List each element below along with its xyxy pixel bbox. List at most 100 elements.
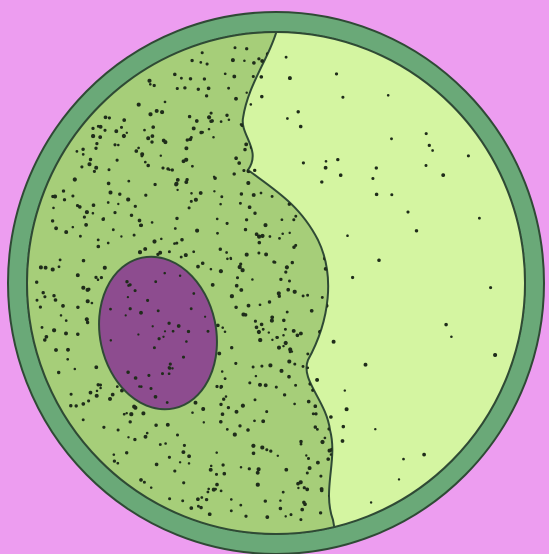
granule — [225, 395, 228, 398]
granule — [64, 230, 68, 234]
granule — [240, 192, 243, 195]
granule — [222, 463, 225, 466]
granule — [188, 206, 191, 209]
granule — [248, 381, 251, 384]
granule — [116, 159, 119, 162]
granule — [91, 302, 94, 305]
granule — [286, 311, 289, 314]
granule — [195, 229, 199, 233]
nucleus-granule — [164, 330, 166, 332]
granule — [64, 331, 68, 335]
granule — [280, 369, 284, 373]
granule — [215, 451, 218, 454]
granule — [134, 205, 137, 208]
granule — [206, 62, 209, 65]
granule — [264, 223, 268, 227]
granule — [192, 250, 195, 253]
granule — [175, 217, 178, 220]
granule — [159, 443, 162, 446]
granule — [233, 433, 237, 437]
nucleus-granule — [149, 387, 152, 390]
granule — [196, 497, 200, 501]
granule — [217, 352, 221, 356]
granule — [364, 363, 368, 367]
granule — [97, 239, 100, 242]
granule — [138, 219, 142, 223]
granule — [302, 161, 305, 164]
granule — [299, 480, 303, 484]
nucleus-granule — [161, 372, 164, 375]
granule — [326, 457, 330, 461]
granule — [199, 61, 202, 64]
granule — [209, 468, 213, 472]
granule — [199, 191, 203, 195]
granule — [282, 319, 285, 322]
nucleus-granule — [185, 340, 188, 343]
granule — [252, 193, 256, 197]
nucleus-granule — [129, 283, 132, 286]
granule — [168, 250, 171, 253]
granule — [139, 224, 142, 227]
granule — [144, 161, 147, 164]
granule — [97, 383, 100, 386]
granule — [302, 365, 305, 368]
granule — [95, 394, 99, 398]
nucleus-granule — [125, 280, 128, 283]
granule — [248, 467, 251, 470]
granule — [208, 128, 211, 131]
granule — [223, 472, 227, 476]
granule — [265, 410, 268, 413]
granule — [220, 120, 223, 123]
granule — [233, 172, 236, 175]
granule — [478, 217, 481, 220]
granule — [155, 109, 159, 113]
granule — [44, 266, 48, 270]
granule — [123, 413, 126, 416]
granule — [189, 506, 193, 510]
granule — [219, 203, 222, 206]
granule — [227, 406, 230, 409]
granule — [299, 518, 302, 521]
granule — [306, 472, 309, 475]
granule — [144, 435, 148, 439]
granule — [285, 265, 289, 269]
granule — [227, 87, 230, 90]
granule — [279, 278, 282, 281]
granule — [168, 456, 171, 459]
granule — [133, 438, 136, 441]
granule — [143, 247, 147, 251]
granule — [103, 266, 107, 270]
granule — [59, 258, 62, 261]
granule — [171, 168, 174, 171]
granule — [113, 143, 116, 146]
granule — [212, 136, 215, 139]
granule — [87, 288, 90, 291]
granule — [189, 77, 192, 80]
granule — [113, 453, 116, 456]
granule — [66, 348, 70, 352]
granule — [174, 227, 177, 230]
granule — [303, 502, 307, 506]
granule — [150, 486, 153, 489]
granule — [129, 420, 132, 423]
granule — [339, 173, 343, 177]
granule — [342, 425, 345, 428]
granule — [390, 137, 393, 140]
granule — [258, 383, 262, 387]
nucleus-granule — [172, 330, 175, 333]
granule — [246, 181, 250, 185]
granule — [258, 241, 262, 245]
granule — [153, 84, 156, 87]
granule — [225, 114, 228, 117]
granule — [254, 398, 257, 401]
granule — [290, 513, 293, 516]
granule — [108, 116, 111, 119]
granule — [252, 366, 255, 369]
granule — [81, 148, 84, 151]
granule — [230, 294, 234, 298]
granule — [207, 115, 211, 119]
granule — [351, 276, 354, 279]
granule — [51, 267, 55, 271]
granule — [113, 460, 116, 463]
